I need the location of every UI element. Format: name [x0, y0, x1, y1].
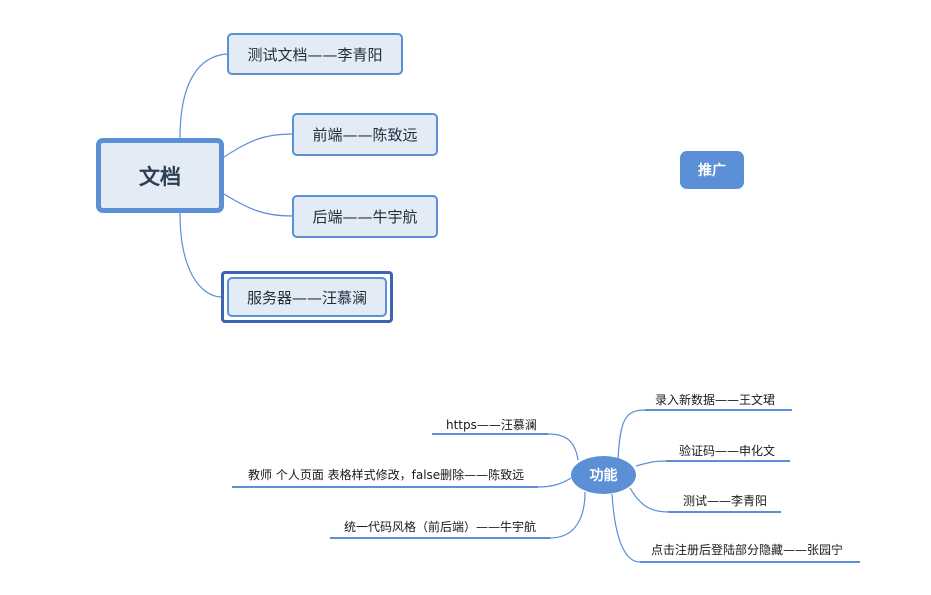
topic-test-doc[interactable]: 测试文档——李青阳: [227, 33, 403, 75]
connector-hub-r1: [617, 409, 646, 461]
topic-frontend[interactable]: 前端——陈致远: [292, 113, 438, 156]
connector-root-c1: [179, 53, 228, 139]
topic-server-selected[interactable]: 服务器——汪慕澜: [227, 277, 387, 317]
topic-label: 推广: [698, 163, 726, 179]
leaf-label: 统一代码风格（前后端）——牛宇航: [344, 519, 537, 534]
connector-root-c2: [223, 133, 293, 158]
topic-label: 功能: [589, 468, 618, 484]
leaf-label: 验证码——申化文: [679, 443, 776, 458]
topic-label: 前端——陈致远: [312, 126, 418, 144]
connector-root-c4: [179, 212, 222, 298]
leaf-topic-https[interactable]: https——汪慕澜: [446, 414, 537, 434]
leaf-label: https——汪慕澜: [446, 417, 537, 432]
leaf-label: 录入新数据——王文珺: [655, 392, 776, 407]
connector-hub-r3: [629, 487, 669, 513]
root-topic-label: 文档: [139, 164, 181, 189]
topic-label: 后端——牛宇航: [312, 208, 418, 226]
topic-label: 服务器——汪慕澜: [246, 288, 367, 307]
leaf-topic-data-entry[interactable]: 录入新数据——王文珺: [655, 389, 775, 409]
leaf-topic-login-hide[interactable]: 点击注册后登陆部分隐藏——张园宁: [651, 539, 843, 559]
connector-hub-r4: [611, 493, 641, 563]
topic-label: 测试文档——李青阳: [247, 45, 383, 64]
leaf-topic-testing[interactable]: 测试——李青阳: [683, 490, 767, 510]
connector-hub-l1: [547, 433, 579, 461]
root-topic-docs[interactable]: 文档: [96, 138, 224, 213]
connector-hub-l3: [549, 491, 586, 539]
topic-feature-hub[interactable]: 功能: [571, 456, 636, 494]
leaf-label: 测试——李青阳: [683, 493, 768, 508]
leaf-topic-captcha[interactable]: 验证码——申化文: [679, 440, 775, 460]
leaf-label: 点击注册后登陆部分隐藏——张园宁: [651, 542, 844, 557]
leaf-label: 教师 个人页面 表格样式修改，false删除——陈致远: [248, 467, 525, 482]
connector-hub-l2: [537, 477, 572, 488]
leaf-topic-teacher-page[interactable]: 教师 个人页面 表格样式修改，false删除——陈致远: [248, 464, 524, 484]
floating-topic-promotion[interactable]: 推广: [680, 151, 744, 189]
leaf-topic-code-style[interactable]: 统一代码风格（前后端）——牛宇航: [344, 516, 536, 536]
topic-backend[interactable]: 后端——牛宇航: [292, 195, 438, 238]
connector-hub-r2: [635, 460, 667, 467]
connector-root-c3: [223, 193, 293, 217]
